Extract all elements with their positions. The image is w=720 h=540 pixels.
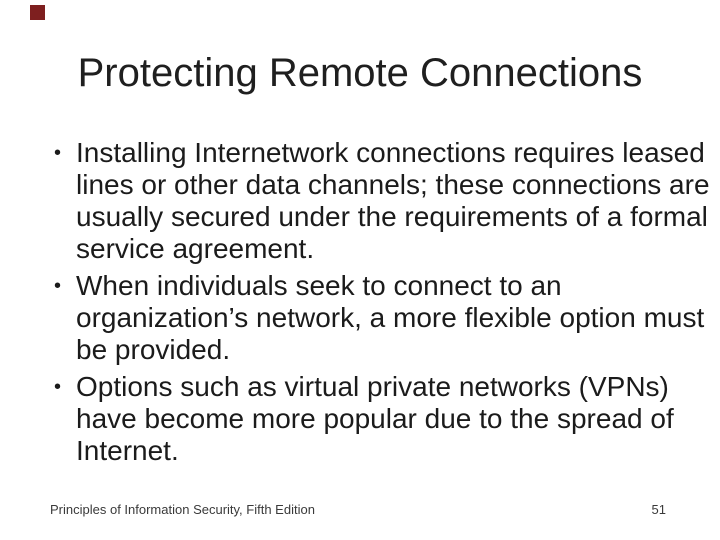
bullet-line: have become more popular due to the spre… <box>76 403 674 434</box>
bullet-line: Options such as virtual private networks… <box>76 371 669 402</box>
bullet-dot-icon: • <box>54 376 62 398</box>
accent-square-icon <box>30 5 45 20</box>
footer-text: Principles of Information Security, Fift… <box>50 502 315 517</box>
bullet-item: • Options such as virtual private network… <box>54 371 710 467</box>
bullet-line: lines or other data channels; these conn… <box>76 169 710 200</box>
bullet-item: • Installing Internetwork connections req… <box>54 137 710 265</box>
bullet-line: organization’s network, a more flexible … <box>76 302 705 333</box>
slide-title: Protecting Remote Connections <box>77 51 643 95</box>
bullet-list: • Installing Internetwork connections req… <box>54 137 710 472</box>
bullet-line: Internet. <box>76 435 179 466</box>
bullet-line: usually secured under the requirements o… <box>76 201 708 232</box>
page-number: 51 <box>651 502 666 517</box>
bullet-line: Installing Internetwork connections requ… <box>76 137 705 168</box>
bullet-line: be provided. <box>76 334 231 365</box>
bullet-dot-icon: • <box>54 275 62 297</box>
bullet-line: service agreement. <box>76 233 315 264</box>
bullet-dot-icon: • <box>54 142 62 164</box>
bullet-line: When individuals seek to connect to an <box>76 270 562 301</box>
